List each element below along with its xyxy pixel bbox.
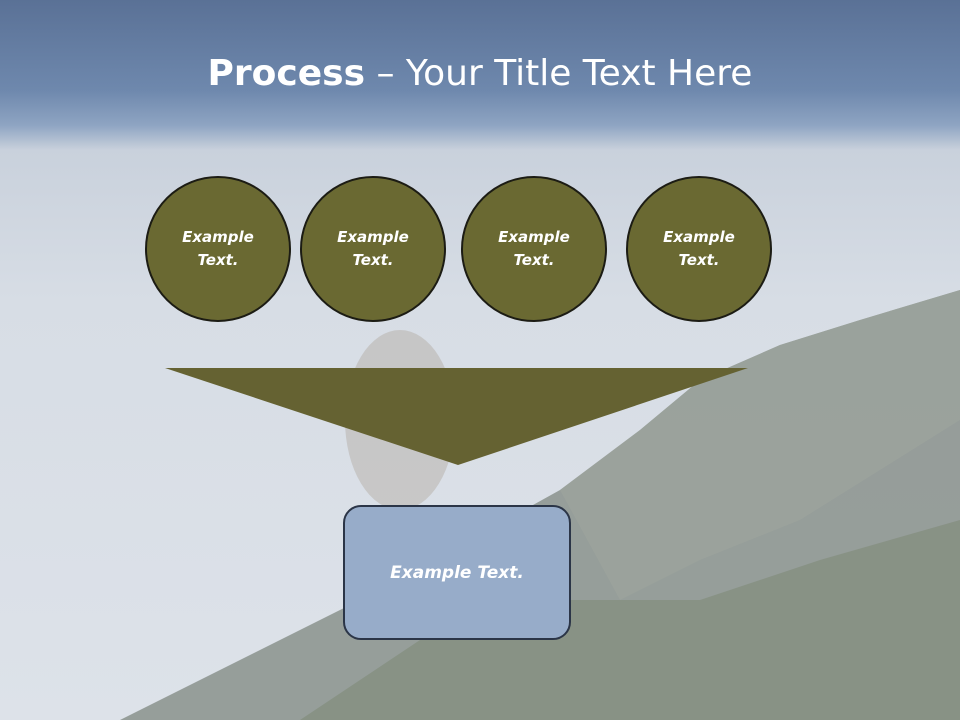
step-label: Example Text. xyxy=(663,228,735,269)
step-label: Example Text. xyxy=(182,228,254,269)
title-strong: Process xyxy=(207,53,366,94)
slide-title: Process – Your Title Text Here xyxy=(0,52,960,96)
process-step-3: Example Text. xyxy=(461,176,607,322)
step-label: Example Text. xyxy=(337,228,409,269)
process-step-4: Example Text. xyxy=(626,176,772,322)
result-box: Example Text. xyxy=(343,505,571,640)
title-rest: – Your Title Text Here xyxy=(365,53,753,94)
process-step-1: Example Text. xyxy=(145,176,291,322)
result-label: Example Text. xyxy=(390,562,524,583)
process-step-2: Example Text. xyxy=(300,176,446,322)
step-label: Example Text. xyxy=(498,228,570,269)
title-band: Process – Your Title Text Here xyxy=(0,0,960,135)
